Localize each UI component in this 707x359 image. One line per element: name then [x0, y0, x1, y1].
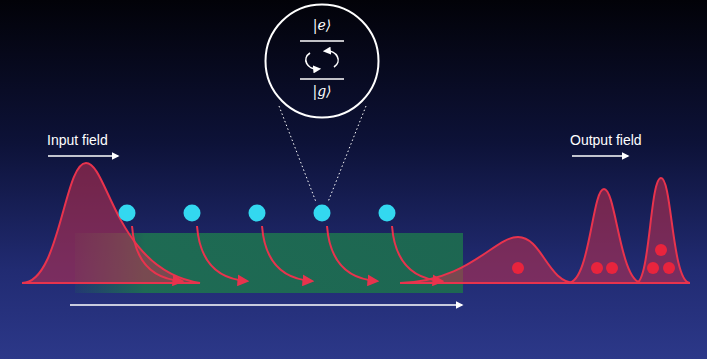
input-pulse [22, 163, 200, 283]
state-label: |e⟩ [313, 17, 331, 33]
circle-outline [266, 5, 379, 118]
output-pulse [400, 237, 575, 283]
emission-arrows [132, 226, 442, 281]
field-label: Input field [47, 132, 108, 148]
direction-arrow [48, 155, 118, 157]
atoms [119, 205, 396, 222]
energy-level [300, 40, 344, 42]
state-label: |g⟩ [312, 83, 331, 99]
propagation-arrow [70, 304, 462, 306]
zoom-circle: |e⟩ |g⟩ [264, 3, 380, 119]
field-label: Output field [570, 132, 642, 148]
cycle-arrow [306, 53, 318, 69]
output-pulse [636, 178, 690, 283]
photons [512, 244, 675, 274]
cycle-arrow [326, 51, 338, 67]
zoom-lines [279, 106, 366, 202]
output-pulse [568, 189, 642, 283]
energy-level [300, 78, 344, 80]
direction-arrow [572, 155, 628, 157]
